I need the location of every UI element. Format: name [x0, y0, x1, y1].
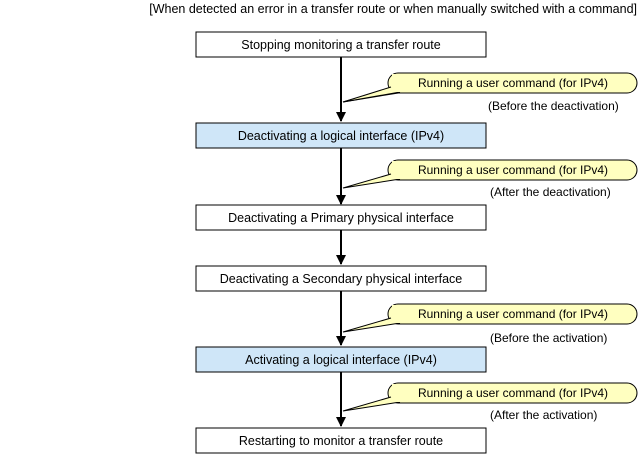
step-box-6 [195, 427, 487, 454]
diagram-header: [When detected an error in a transfer ro… [149, 2, 637, 16]
step-label-4: Deactivating a Secondary physical interf… [220, 272, 463, 286]
callout-bubble [387, 303, 638, 325]
step-label-1: Stopping monitoring a transfer route [241, 38, 440, 52]
step-box-4 [195, 265, 487, 292]
step-label-6: Restarting to monitor a transfer route [239, 434, 443, 448]
callout-note: (After the activation) [490, 408, 597, 422]
callout-after-activation: Running a user command (for IPv4) (After… [342, 382, 638, 422]
step-box-2 [195, 122, 487, 149]
callout-bubble [387, 159, 638, 181]
step-label-2: Deactivating a logical interface (IPv4) [238, 129, 444, 143]
callout-before-deactivation: Running a user command (for IPv4) (Befor… [342, 72, 638, 113]
step-activate-logical: Activating a logical interface (IPv4) [195, 346, 487, 373]
callout-label: Running a user command (for IPv4) [418, 386, 608, 400]
callout-bubble [387, 382, 638, 404]
callout-label: Running a user command (for IPv4) [418, 76, 608, 90]
callout-note: (After the deactivation) [490, 185, 611, 199]
step-stop-monitoring: Stopping monitoring a transfer route [195, 31, 487, 58]
step-restart-monitoring: Restarting to monitor a transfer route [195, 427, 487, 454]
step-deactivate-primary: Deactivating a Primary physical interfac… [195, 204, 487, 231]
callout-note: (Before the deactivation) [488, 99, 619, 113]
step-box-1 [195, 31, 487, 58]
callout-label: Running a user command (for IPv4) [418, 307, 608, 321]
callout-label: Running a user command (for IPv4) [418, 163, 608, 177]
step-deactivate-logical: Deactivating a logical interface (IPv4) [195, 122, 487, 149]
callout-after-deactivation: Running a user command (for IPv4) (After… [342, 159, 638, 199]
step-box-5 [195, 346, 487, 373]
callout-note: (Before the activation) [490, 331, 607, 345]
step-deactivate-secondary: Deactivating a Secondary physical interf… [195, 265, 487, 292]
step-label-5: Activating a logical interface (IPv4) [245, 353, 437, 367]
step-label-3: Deactivating a Primary physical interfac… [228, 211, 454, 225]
step-box-3 [195, 204, 487, 231]
callout-before-activation: Running a user command (for IPv4) (Befor… [342, 303, 638, 345]
